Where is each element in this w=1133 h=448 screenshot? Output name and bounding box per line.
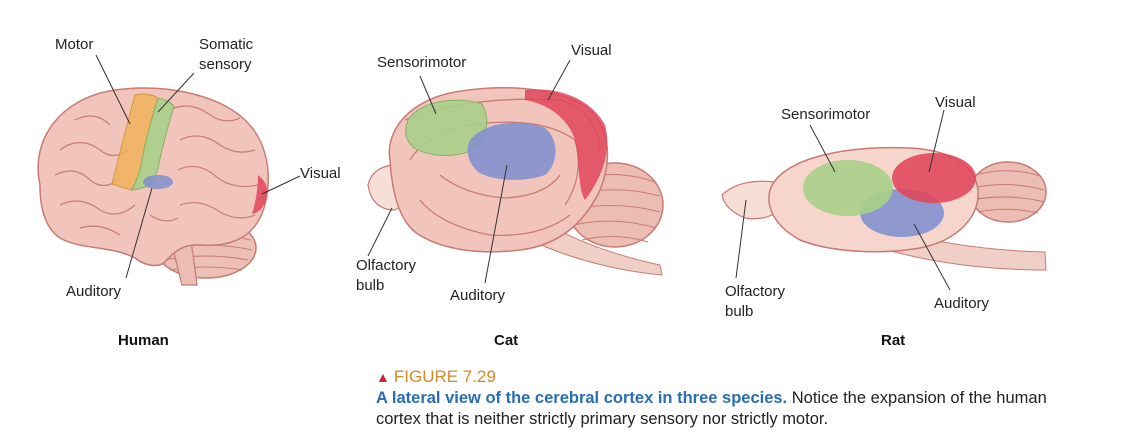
rat-cerebellum-folds bbox=[971, 170, 1045, 214]
human-panel: Motor Somatic sensory Visual Auditory Hu… bbox=[37, 36, 341, 349]
human-visual-label: Visual bbox=[300, 165, 341, 182]
cat-auditory-label: Auditory bbox=[450, 287, 506, 304]
rat-sensorimotor-label: Sensorimotor bbox=[781, 106, 870, 123]
caption-text: A lateral view of the cerebral cortex in… bbox=[376, 388, 1076, 430]
caption-body: Notice the expansion of the human cortex… bbox=[376, 389, 1047, 428]
human-somatic-label-line1: Somatic bbox=[199, 36, 254, 53]
rat-panel: Sensorimotor Visual Olfactory bulb Audit… bbox=[721, 94, 1047, 349]
cat-visual-label: Visual bbox=[571, 42, 612, 59]
human-species-label: Human bbox=[118, 332, 169, 349]
cat-auditory-area bbox=[467, 122, 556, 180]
human-motor-label: Motor bbox=[55, 36, 93, 53]
rat-olfactory-label-line1: Olfactory bbox=[725, 283, 786, 300]
cat-olfactory-label-line1: Olfactory bbox=[356, 257, 417, 274]
cat-sensorimotor-label: Sensorimotor bbox=[377, 54, 466, 71]
triangle-icon: ▲ bbox=[376, 369, 390, 385]
rat-auditory-label: Auditory bbox=[934, 295, 990, 312]
human-somatic-label-line2: sensory bbox=[199, 56, 252, 73]
cat-olfactory-label-line2: bulb bbox=[356, 277, 384, 294]
cat-visual-area bbox=[525, 89, 608, 200]
figure-label: FIGURE 7.29 bbox=[393, 367, 496, 386]
figure-number: ▲FIGURE 7.29 bbox=[376, 366, 1076, 388]
caption-title: A lateral view of the cerebral cortex in… bbox=[376, 389, 788, 407]
rat-olfactory-label-line2: bulb bbox=[725, 303, 753, 320]
cat-species-label: Cat bbox=[494, 332, 518, 349]
rat-visual-label: Visual bbox=[935, 94, 976, 111]
figure-caption: ▲FIGURE 7.29 A lateral view of the cereb… bbox=[376, 366, 1076, 430]
human-auditory-label: Auditory bbox=[66, 283, 122, 300]
rat-species-label: Rat bbox=[881, 332, 905, 349]
human-visual-area bbox=[252, 175, 268, 214]
rat-visual-area bbox=[892, 153, 976, 203]
human-auditory-area bbox=[143, 175, 173, 189]
rat-sensorimotor-area bbox=[803, 160, 893, 216]
cat-panel: Sensorimotor Visual Olfactory bulb Audit… bbox=[356, 42, 664, 349]
